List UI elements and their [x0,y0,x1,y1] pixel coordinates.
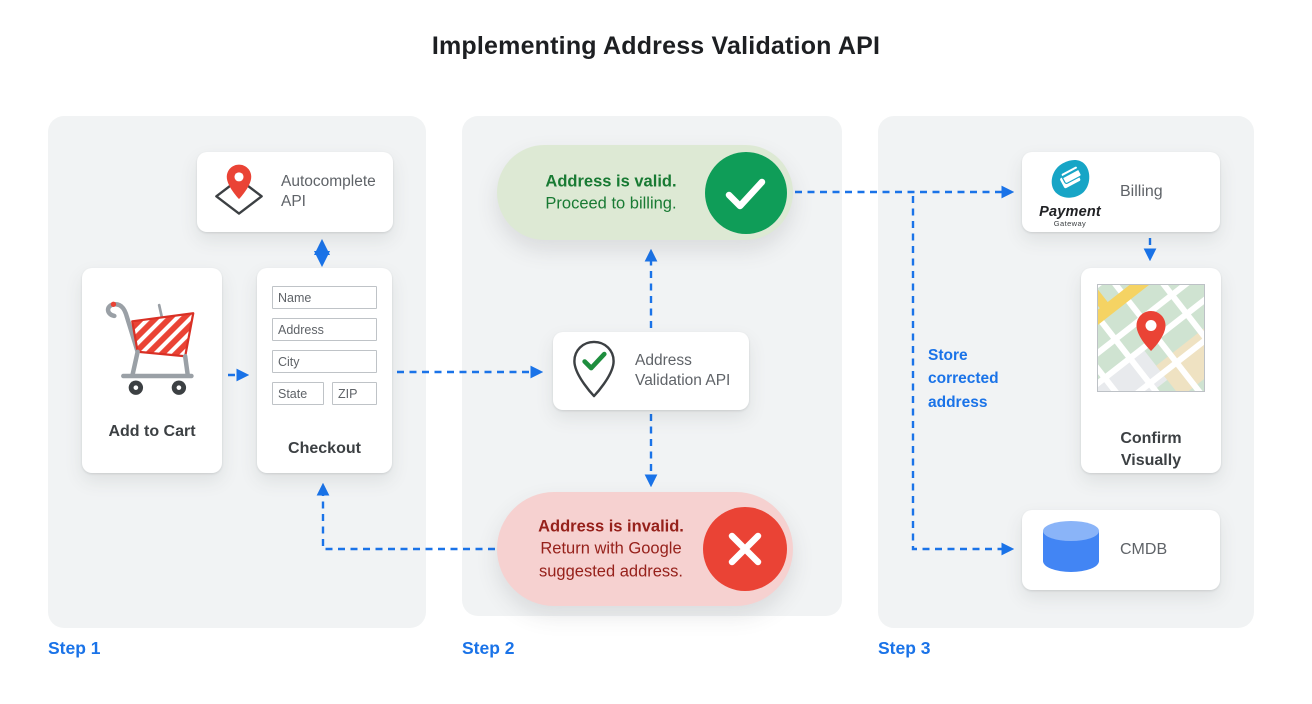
database-icon [1042,520,1100,580]
step1-content: Autocomplete API [48,116,426,628]
checkout-card: Checkout [257,268,392,473]
billing-label: Billing [1120,183,1163,201]
page-title: Implementing Address Validation API [431,32,881,60]
confirm-visually-card: Confirm Visually [1081,268,1221,473]
address-validation-api-label: Address Validation API [635,351,731,389]
autocomplete-api-card: Autocomplete API [197,152,393,232]
store-corrected-address-note: Store corrected address [928,347,999,411]
payment-gateway-logo: Payment Gateway [1036,157,1104,228]
valid-subtitle: Proceed to billing. [545,194,677,213]
cmdb-card: CMDB [1022,510,1220,590]
step1-label: Step 1 [48,638,101,658]
state-field[interactable] [272,382,324,405]
payment-gateway-icon [1047,157,1093,206]
shopping-cart-icon [100,294,204,411]
validation-pin-icon [566,338,622,405]
payment-logo-sub: Gateway [1053,218,1087,228]
address-field[interactable] [272,318,377,341]
cmdb-label: CMDB [1120,541,1168,559]
address-validation-api-card: Address Validation API [553,332,749,410]
x-icon [703,507,787,591]
add-to-cart-card: Add to Cart [82,268,222,473]
address-valid-banner: Address is valid. Proceed to billing. [497,145,793,240]
invalid-subtitle: Return with Google suggested address. [538,539,683,581]
autocomplete-api-label: Autocomplete API [281,172,376,210]
billing-card: Payment Gateway Billing [1022,152,1220,232]
step3-content: Payment Gateway Billing [878,116,1254,628]
step3-label: Step 3 [878,638,931,658]
add-to-cart-label: Add to Cart [108,423,196,441]
autocomplete-pin-icon [210,161,268,224]
address-invalid-banner: Address is invalid. Return with Google s… [497,492,793,606]
invalid-title: Address is invalid. [538,517,684,536]
zip-field[interactable] [332,382,377,405]
checkmark-icon [705,151,787,234]
name-field[interactable] [272,286,377,309]
step2-content: Address is valid. Proceed to billing. Ad… [462,116,842,616]
city-field[interactable] [272,350,377,373]
map-thumbnail [1097,284,1205,392]
valid-title: Address is valid. [545,172,677,191]
checkout-label: Checkout [288,440,361,457]
step2-label: Step 2 [462,638,515,658]
confirm-visually-label: Confirm Visually [1120,430,1182,469]
payment-logo-name: Payment [1039,203,1101,220]
